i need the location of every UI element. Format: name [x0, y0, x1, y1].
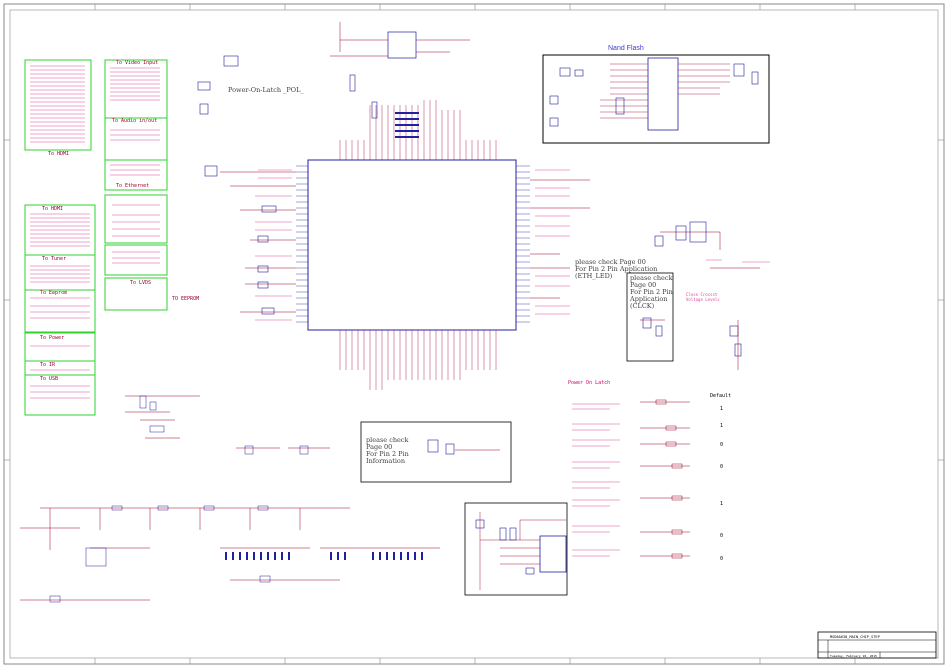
top-reset-ic	[330, 22, 470, 119]
svg-text:Page 00: Page 00	[366, 443, 392, 451]
svg-text:0: 0	[720, 533, 723, 539]
label-to-usb: To USB	[40, 376, 58, 382]
svg-text:For Pin 2 Pin: For Pin 2 Pin	[630, 288, 673, 296]
nand-flash-block: Nand Flash	[542, 45, 770, 144]
svg-text:0: 0	[720, 464, 723, 470]
label-to-video-input: To Video Input	[116, 60, 158, 66]
svg-text:1: 1	[720, 423, 723, 429]
svg-text:For Pin 2 Pin Application: For Pin 2 Pin Application	[575, 265, 657, 273]
power-on-latch-label: Power-On-Latch _POL_	[228, 86, 304, 94]
svg-text:1: 1	[720, 501, 723, 507]
title-block-date: Tuesday, February 10, 2015	[830, 654, 877, 658]
border-ticks	[4, 4, 944, 664]
nand-flash-title: Nand Flash	[608, 45, 644, 52]
label-to-lvds: To LVDS	[130, 280, 151, 286]
label-to-audio: To Audio in/out	[112, 118, 157, 124]
soc-side-wires	[220, 171, 590, 313]
main-soc	[296, 100, 530, 390]
svg-text:For Pin 2 Pin: For Pin 2 Pin	[366, 450, 409, 458]
svg-text:(CLCK): (CLCK)	[630, 302, 655, 310]
label-to-eeprom: To Eeprom	[40, 290, 67, 296]
crystal-area	[125, 395, 200, 439]
sheet-inner-border	[9, 9, 939, 659]
spi-flash-box	[464, 502, 568, 596]
title-block-name: MSD6A638_MAIN_CHIP_STEP	[830, 635, 880, 639]
lower-ldos	[236, 445, 330, 455]
power-on-latch-title: Power On Latch	[568, 380, 610, 386]
title-block: MSD6A638_MAIN_CHIP_STEP Tuesday, Februar…	[817, 631, 937, 659]
soc-side-nets	[255, 169, 570, 321]
svg-text:Close Crossst: Close Crossst	[686, 292, 718, 297]
default-values: 1 1 0 0 1 0 0	[720, 406, 723, 562]
default-title: Default	[710, 393, 731, 399]
soc-top-pins	[339, 100, 497, 160]
sheet-border	[3, 3, 945, 665]
label-to-power: To Power	[40, 335, 64, 341]
soc-bottom-pins	[339, 330, 497, 390]
svg-text:Information: Information	[366, 457, 405, 465]
soc-left-pins	[296, 165, 308, 323]
svg-text:0: 0	[720, 442, 723, 448]
bottom-cap-arrays	[225, 552, 423, 560]
right-mid-wires	[640, 231, 760, 370]
svg-text:Application: Application	[629, 295, 667, 303]
soc-decoupling-caps	[395, 112, 419, 138]
label-to-eeprom-right: TO EEPROM	[172, 296, 199, 302]
left-group-labels: To HDMI To Video Input To Audio in/out T…	[40, 60, 199, 382]
svg-text:please check: please check	[630, 274, 673, 282]
bottom-power-rail	[20, 505, 440, 603]
label-to-tuner: To Tuner	[42, 256, 66, 262]
label-to-ethernet: To Ethernet	[116, 183, 149, 189]
svg-text:Page 00: Page 00	[630, 281, 656, 289]
soc-left-parts	[204, 165, 277, 315]
svg-text:Voltage Levels: Voltage Levels	[686, 297, 720, 302]
note-magenta: Close Crossst Voltage Levels	[686, 292, 720, 302]
right-mid-netlabels	[706, 259, 770, 263]
label-to-hdmi-top: To HDMI	[48, 151, 69, 157]
label-to-hdmi2: To HDMI	[42, 206, 63, 212]
note-eth-led: please check Page 00 For Pin 2 Pin Appli…	[575, 258, 657, 280]
svg-text:0: 0	[720, 556, 723, 562]
label-to-ir: To IR	[40, 362, 56, 368]
svg-text:1: 1	[720, 406, 723, 412]
svg-text:please check Page 00: please check Page 00	[575, 258, 646, 266]
soc-right-pins	[516, 165, 530, 323]
left-group-nets	[30, 65, 160, 399]
pol-part	[197, 55, 239, 115]
main-soc-body	[307, 159, 517, 331]
left-connector-groups	[24, 59, 168, 416]
note-clock: please check Page 00 For Pin 2 Pin Appli…	[626, 272, 674, 362]
latch-resistors	[640, 399, 690, 559]
svg-text:(ETH_LED): (ETH_LED)	[575, 272, 613, 280]
svg-text:please check: please check	[366, 436, 409, 444]
latch-config-rows	[572, 403, 620, 557]
note-info-box: please check Page 00 For Pin 2 Pin Infor…	[360, 421, 512, 483]
